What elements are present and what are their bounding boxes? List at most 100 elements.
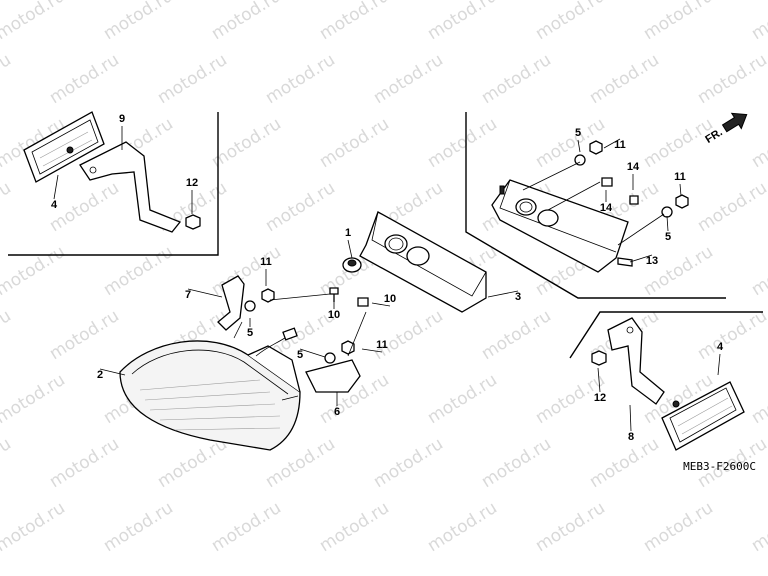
washer-5-right: [661, 206, 673, 218]
callout-leader-c-8: [629, 404, 632, 432]
callout-c-12a: 12: [186, 177, 198, 189]
watermark-text: motod.ru: [532, 498, 609, 556]
callout-c-12b: 12: [594, 392, 606, 404]
callout-c-2: 2: [97, 369, 103, 381]
watermark-text: motod.ru: [694, 178, 768, 236]
watermark-text: motod.ru: [262, 50, 339, 108]
watermark-text: motod.ru: [370, 306, 447, 364]
watermark-text: motod.ru: [46, 178, 123, 236]
watermark-text: motod.ru: [694, 306, 768, 364]
callout-c-5b: 5: [665, 231, 671, 243]
watermark-text: motod.ru: [0, 370, 69, 428]
nut-12-right: [591, 350, 607, 366]
nut-11-left: [261, 288, 275, 303]
watermark-text: motod.ru: [640, 242, 717, 300]
callout-c-6: 6: [334, 406, 340, 418]
watermark-text: motod.ru: [640, 114, 717, 172]
callout-c-14b: 14: [600, 202, 613, 214]
watermark-text: motod.ru: [316, 0, 393, 44]
callout-c-11a: 11: [260, 256, 272, 268]
watermark-text: motod.ru: [208, 114, 285, 172]
inner-housing-13: [491, 140, 689, 273]
watermark-text: motod.ru: [100, 498, 177, 556]
bolt-10-b: [357, 297, 369, 307]
watermark-text: motod.ru: [0, 498, 69, 556]
watermark-text: motod.ru: [748, 114, 768, 172]
watermark-text: motod.ru: [586, 434, 663, 492]
watermark-text: motod.ru: [154, 50, 231, 108]
watermark-text: motod.ru: [748, 0, 768, 44]
callout-leader-c-5a: [577, 139, 581, 153]
callout-c-11c: 11: [614, 139, 626, 151]
washer-5-top: [574, 154, 586, 166]
callout-c-10b: 10: [384, 293, 396, 305]
watermark-text: motod.ru: [46, 306, 123, 364]
callout-leader-c-2: [99, 368, 126, 376]
watermark-text: motod.ru: [424, 0, 501, 44]
washer-5-mid: [324, 352, 336, 364]
watermark-text: motod.ru: [532, 0, 609, 44]
watermark-text: motod.ru: [478, 434, 555, 492]
washer-5-left: [244, 300, 256, 312]
watermark-text: motod.ru: [424, 370, 501, 428]
reflector-right-assembly: [591, 317, 745, 451]
watermark-text: motod.ru: [316, 114, 393, 172]
nut-12-left: [185, 214, 201, 230]
watermark-text: motod.ru: [0, 0, 69, 44]
right-lower-frame: [569, 311, 763, 359]
callout-c-7: 7: [185, 289, 191, 301]
callout-c-5a: 5: [575, 127, 581, 139]
watermark-text: motod.ru: [478, 306, 555, 364]
reflector-left-assembly: [23, 111, 201, 233]
watermark-text: motod.ru: [586, 50, 663, 108]
watermark-text: motod.ru: [478, 50, 555, 108]
callout-leader-c-12b: [597, 367, 601, 393]
watermark-text: motod.ru: [0, 242, 69, 300]
nut-11-top: [589, 140, 603, 155]
reflector-right: [661, 381, 745, 451]
callout-c-14a: 14: [627, 161, 640, 173]
watermark-text: motod.ru: [208, 0, 285, 44]
housing-3: [359, 211, 487, 313]
callout-c-5d: 5: [297, 349, 303, 361]
callout-c-10a: 10: [328, 309, 340, 321]
bracket-6: [305, 359, 361, 393]
watermark-text: motod.ru: [316, 498, 393, 556]
bulb-socket: [282, 327, 298, 341]
tail-lamp-2: [119, 340, 301, 451]
watermark-text: motod.ru: [694, 50, 768, 108]
watermark-text: motod.ru: [0, 178, 15, 236]
callout-c-8: 8: [628, 431, 634, 443]
callout-c-11d: 11: [674, 171, 686, 183]
watermark-text: motod.ru: [370, 434, 447, 492]
watermark-text: motod.ru: [640, 498, 717, 556]
callout-c-4a: 4: [51, 199, 58, 211]
callout-c-9: 9: [119, 113, 125, 125]
bracket-7: [217, 275, 245, 331]
watermark-text: motod.ru: [100, 0, 177, 44]
callout-leader-c-7: [187, 288, 223, 298]
nut-11-mid: [341, 340, 355, 355]
callout-leader-c-5b: [666, 215, 669, 232]
watermark-text: motod.ru: [208, 498, 285, 556]
left-inset-frame: [8, 112, 219, 256]
callout-c-4b: 4: [717, 341, 724, 353]
bracket-9: [79, 141, 182, 233]
callout-leader-c-10b: [371, 302, 391, 307]
watermark-text: motod.ru: [46, 50, 123, 108]
watermark-text: motod.ru: [640, 0, 717, 44]
watermark-text: motod.ru: [748, 242, 768, 300]
callout-c-13: 13: [646, 255, 658, 267]
watermark-text: motod.ru: [0, 306, 15, 364]
callout-leader-c-1: [347, 239, 353, 259]
watermark-text: motod.ru: [748, 370, 768, 428]
callout-leader-c-11c: [603, 138, 621, 149]
watermark-text: motod.ru: [0, 50, 15, 108]
callout-c-3: 3: [515, 291, 521, 303]
bracket-8: [607, 317, 665, 405]
watermark-text: motod.ru: [0, 434, 15, 492]
grommet-1: [342, 257, 362, 273]
watermark-layer: motod.ru motod.ru motod.ru motod.ru motod.ru…: [0, 0, 768, 556]
